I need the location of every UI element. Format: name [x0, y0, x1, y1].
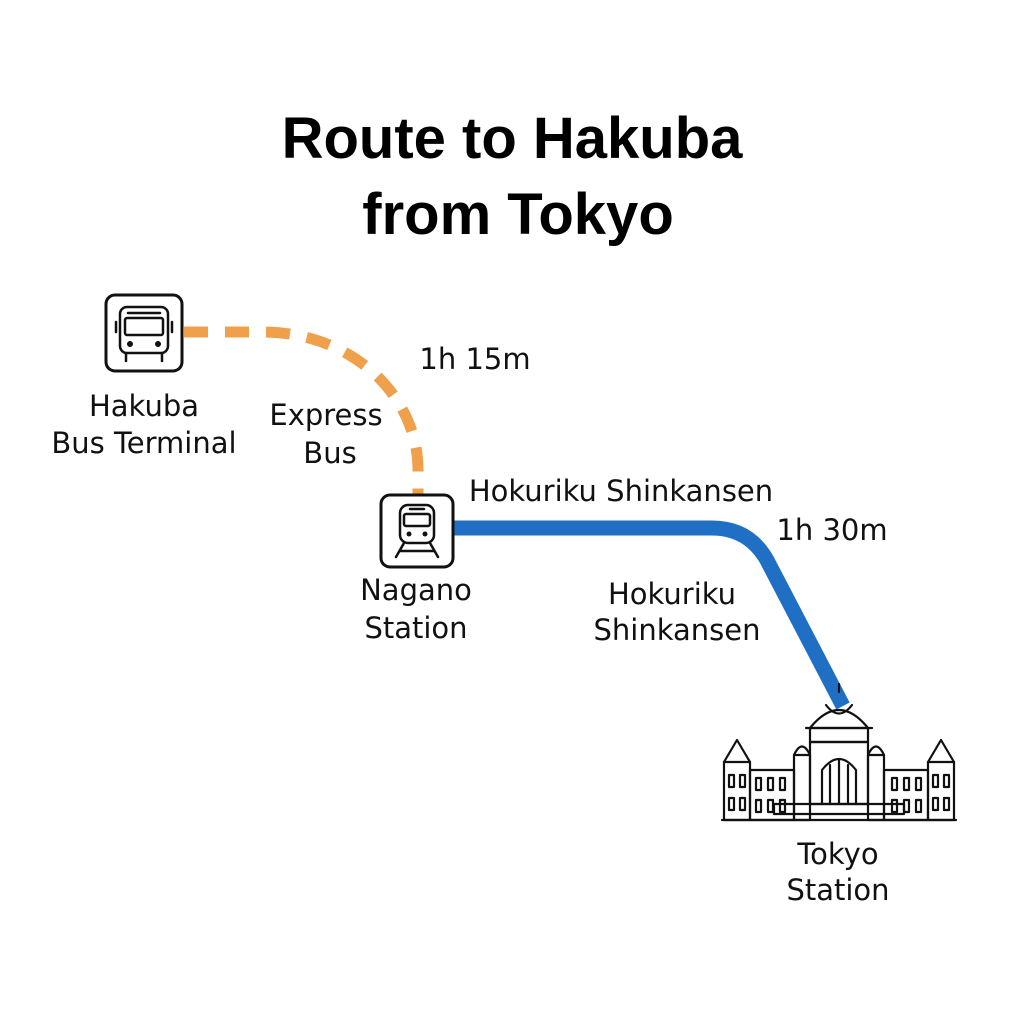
shinkansen-route-line: [454, 520, 850, 710]
bus-mode-label-line-2: Bus: [303, 436, 356, 470]
bus-duration-label: 1h 15m: [419, 342, 530, 376]
shinkansen-label-line-1: Hokuriku: [608, 577, 736, 611]
bus-icon: [104, 293, 184, 373]
tokyo-station-building-icon: [720, 682, 958, 822]
shinkansen-label-line-2: Shinkansen: [594, 613, 761, 647]
nagano-label-line-1: Nagano: [360, 573, 472, 607]
tokyo-label-line-2: Station: [786, 873, 889, 907]
title-line-2: from Tokyo: [362, 182, 674, 247]
shinkansen-duration-label: 1h 30m: [776, 513, 887, 547]
hakuba-label-line-1: Hakuba: [89, 389, 199, 423]
tokyo-label-line-1: Tokyo: [796, 837, 878, 871]
hakuba-label-line-2: Bus Terminal: [51, 426, 236, 460]
train-icon: [379, 493, 455, 569]
shinkansen-label-top: Hokuriku Shinkansen: [469, 474, 773, 508]
nagano-label-line-2: Station: [364, 611, 467, 645]
bus-mode-label-line-1: Express: [269, 398, 382, 432]
title-line-1: Route to Hakuba: [282, 106, 744, 171]
express-bus-route-line: [184, 326, 424, 496]
